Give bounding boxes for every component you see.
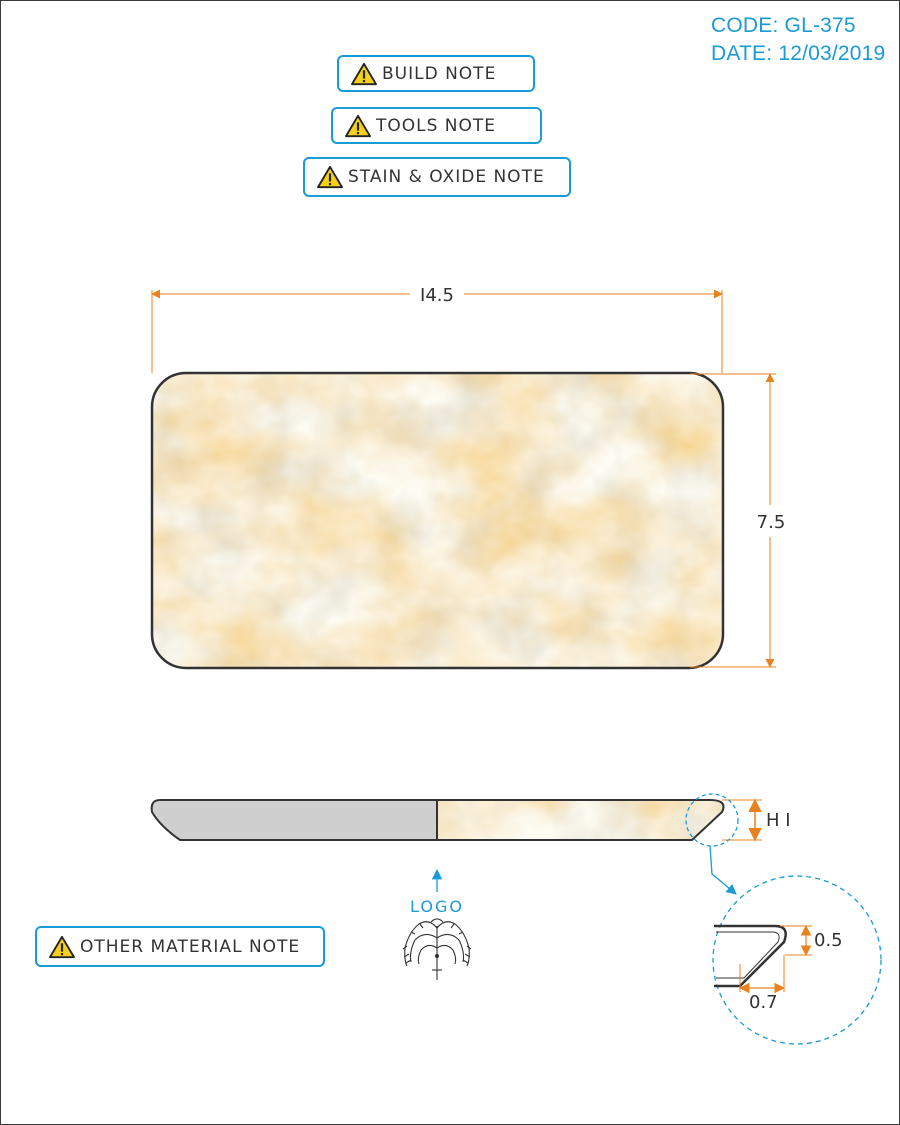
warning-triangle-icon <box>49 935 75 958</box>
drawing-date: DATE: 12/03/2019 <box>711 42 886 65</box>
warning-triangle-icon <box>345 114 371 137</box>
other-material-note-button[interactable]: OTHER MATERIAL NOTE <box>35 926 325 967</box>
tools-note-label: TOOLS NOTE <box>376 115 497 136</box>
title-block: CODE: GL-375 DATE: 12/03/2019 <box>711 12 885 68</box>
length-value: I4.5 <box>420 285 454 306</box>
detail-callout: 0.5 0.7 <box>685 793 882 1045</box>
tree-logo-icon <box>402 918 472 980</box>
logo-pointer: LOGO <box>410 868 464 916</box>
height-dimension: H I <box>722 798 791 842</box>
build-note-button[interactable]: BUILD NOTE <box>337 55 535 92</box>
stain-oxide-note-label: STAIN & OXIDE NOTE <box>348 167 545 187</box>
detail-bottom-value: 0.7 <box>749 992 778 1013</box>
height-value: H I <box>766 810 791 831</box>
plate-top-view <box>150 371 725 670</box>
product-code: CODE: GL-375 <box>711 14 856 37</box>
detail-top-value: 0.5 <box>814 930 843 951</box>
warning-triangle-icon <box>317 165 343 189</box>
stain-oxide-note-button[interactable]: STAIN & OXIDE NOTE <box>303 157 571 197</box>
length-dimension: I4.5 <box>151 285 723 373</box>
warning-triangle-icon <box>351 62 377 85</box>
plate-side-view <box>150 799 725 841</box>
logo-label: LOGO <box>410 897 464 916</box>
tools-note-button[interactable]: TOOLS NOTE <box>331 107 542 144</box>
other-material-note-label: OTHER MATERIAL NOTE <box>80 936 301 957</box>
build-note-label: BUILD NOTE <box>382 63 497 84</box>
width-value: 7.5 <box>757 512 786 533</box>
width-dimension: 7.5 <box>690 373 786 668</box>
